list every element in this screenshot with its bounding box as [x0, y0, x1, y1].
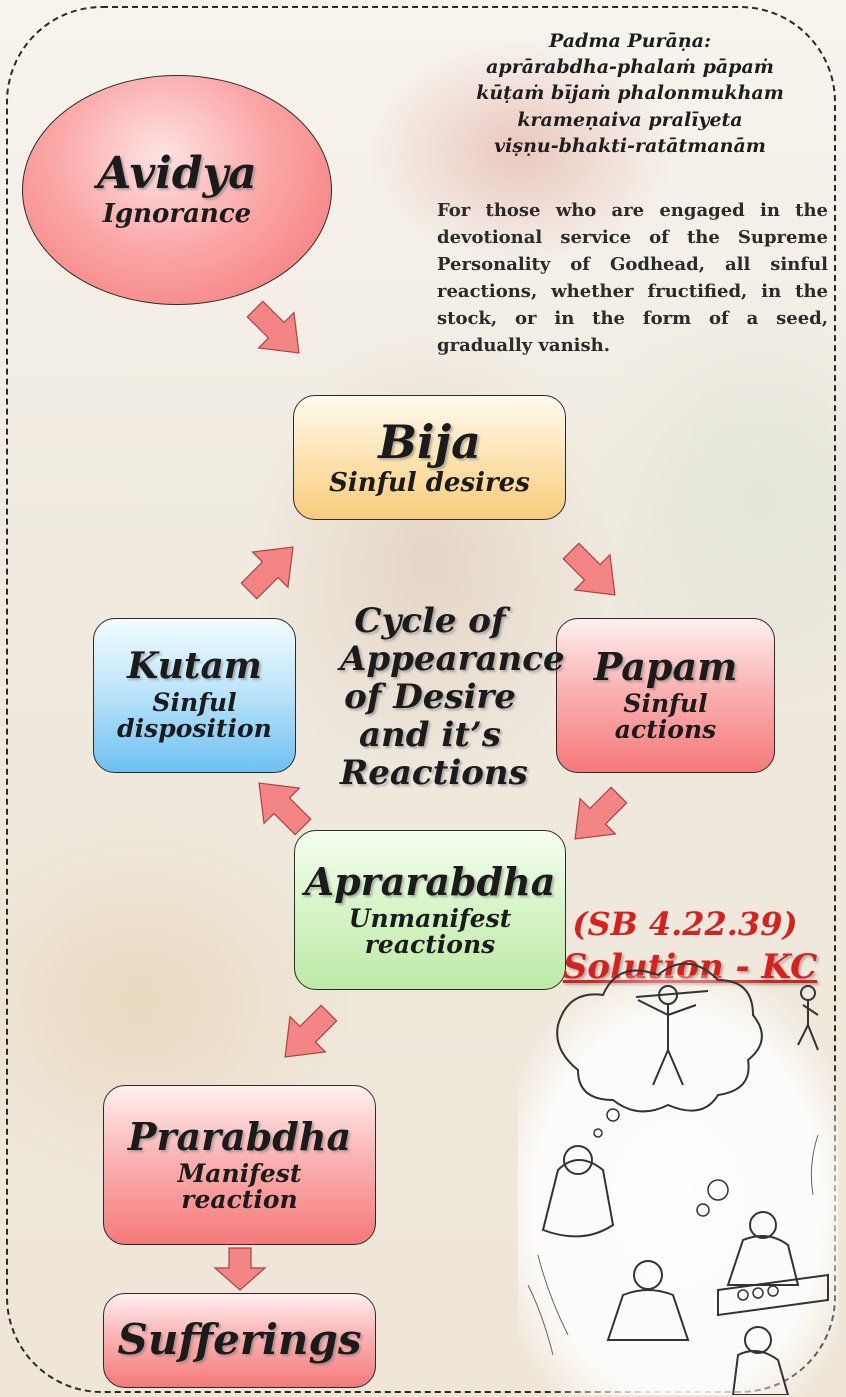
node-aprarabdha-subtitle-1: Unmanifest: [295, 906, 565, 932]
node-prarabdha-subtitle-2: reaction: [104, 1187, 375, 1213]
node-sufferings: Sufferings: [103, 1293, 376, 1388]
node-kutam-subtitle-1: Sinful: [94, 690, 295, 716]
cycle-label-line-5: Reactions: [340, 754, 520, 792]
sanskrit-verse: Padma Purāṇa: aprārabdha-phalaṁ pāpaṁ kū…: [470, 28, 790, 159]
cycle-label-line-3: of Desire: [340, 678, 520, 716]
scripture-reference: (SB 4.22.39): [560, 905, 810, 943]
devotee-sketch-illustration: [518, 955, 838, 1395]
arrow-kutam-to-bija: [236, 534, 306, 604]
verse-line-1: aprārabdha-phalaṁ pāpaṁ: [470, 54, 790, 80]
node-papam-title: Papam: [557, 647, 774, 687]
arrow-papam-to-aprarabdha: [562, 782, 632, 852]
node-kutam: Kutam Sinful disposition: [93, 618, 296, 773]
node-kutam-title: Kutam: [94, 648, 295, 686]
cycle-label-line-4: and it’s: [340, 716, 520, 754]
cycle-label: Cycle of Appearance of Desire and it’s R…: [340, 602, 520, 792]
arrow-prarabdha-to-sufferings: [212, 1246, 268, 1292]
cycle-label-line-2: Appearance: [340, 640, 520, 678]
arrow-aprarabdha-to-kutam: [246, 770, 316, 840]
node-bija: Bija Sinful desires: [293, 395, 566, 520]
verse-translation: For those who are engaged in the devotio…: [437, 197, 828, 359]
verse-source: Padma Purāṇa:: [470, 28, 790, 54]
verse-line-4: viṣṇu-bhakti-ratātmanām: [470, 133, 790, 159]
node-avidya-subtitle: Ignorance: [23, 201, 331, 228]
node-papam-subtitle-2: actions: [557, 717, 774, 743]
node-avidya: Avidya Ignorance: [22, 75, 332, 305]
verse-line-3: krameṇaiva pralīyeta: [470, 107, 790, 133]
node-sufferings-title: Sufferings: [104, 1318, 375, 1362]
node-prarabdha-subtitle-1: Manifest: [104, 1161, 375, 1187]
arrow-bija-to-papam: [558, 538, 628, 608]
arrow-aprarabdha-to-prarabdha: [272, 1000, 342, 1070]
node-papam-subtitle-1: Sinful: [557, 691, 774, 717]
node-avidya-title: Avidya: [23, 151, 331, 197]
node-papam: Papam Sinful actions: [556, 618, 775, 773]
node-bija-subtitle: Sinful desires: [294, 470, 565, 497]
node-prarabdha: Prarabdha Manifest reaction: [103, 1085, 376, 1245]
node-aprarabdha-title: Aprarabdha: [295, 862, 565, 902]
arrow-avidya-to-bija: [242, 296, 312, 366]
node-kutam-subtitle-2: disposition: [94, 716, 295, 742]
verse-line-2: kūṭaṁ bījaṁ phalonmukham: [470, 80, 790, 106]
cycle-label-line-1: Cycle of: [340, 602, 520, 640]
node-bija-title: Bija: [294, 418, 565, 466]
node-prarabdha-title: Prarabdha: [104, 1117, 375, 1157]
